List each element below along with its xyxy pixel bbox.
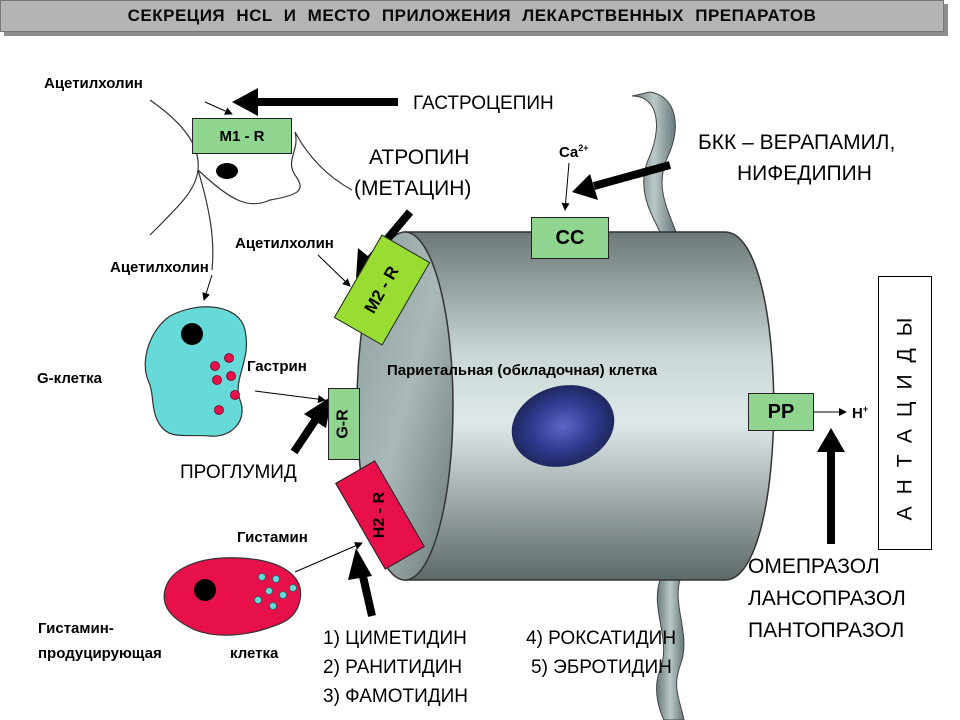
acetylcholine-right-label: Ацетилхолин	[235, 235, 334, 252]
proglumide-label: ПРОГЛУМИД	[180, 462, 297, 483]
gr-label: G-R	[334, 409, 352, 439]
h2-label: H2 - R	[370, 491, 388, 539]
m2-label: M2 - R	[360, 262, 403, 317]
proglumide-arrow	[290, 396, 332, 455]
gastrin-granules	[210, 353, 240, 415]
histamine-cell-label-1: Гистамин-	[38, 620, 114, 637]
cc-channel: CC	[531, 217, 609, 259]
antacids-label-wrap: АНТАЦИДЫ	[879, 277, 931, 549]
h2-blocker-4: 4) РОКСАТИДИН	[526, 628, 677, 649]
title-bar: СЕКРЕЦИЯ HCL И МЕСТО ПРИЛОЖЕНИЯ ЛЕКАРСТВ…	[0, 0, 944, 32]
h2-blocker-3: 3) ФАМОТИДИН	[323, 686, 468, 707]
antacids-box: АНТАЦИДЫ	[878, 276, 932, 550]
acetylcholine-top-label: Ацетилхолин	[44, 75, 143, 92]
neuron-nucleus	[216, 163, 238, 179]
nucleus	[511, 385, 615, 467]
h2-blocker-arrow	[348, 548, 376, 617]
histamine-cell-label-3: клетка	[230, 645, 279, 662]
h2-blocker-5: 5) ЭБРОТИДИН	[531, 657, 672, 678]
h-text: H	[852, 405, 863, 422]
histamine-label: Гистамин	[237, 529, 308, 546]
pp-label: PP	[767, 400, 795, 423]
ca-label: Ca2+	[559, 143, 588, 161]
ca-superscript: 2+	[578, 143, 589, 153]
acetylcholine-left-label: Ацетилхолин	[110, 259, 209, 276]
m1-receptor-label: M1 - R	[219, 127, 265, 145]
histamine-granules	[254, 573, 297, 610]
gastrin-label: Гастрин	[247, 358, 307, 375]
atropine-label-1: АТРОПИН	[369, 146, 470, 169]
ppi-2: ЛАНСОПРАЗОЛ	[748, 587, 906, 610]
gr-receptor: G-R	[328, 388, 360, 460]
parietal-cell-label: Париетальная (обкладочная) клетка	[387, 362, 658, 379]
cell-membrane	[631, 91, 677, 233]
g-cell-label: G-клетка	[37, 370, 103, 387]
m1-receptor: M1 - R	[192, 118, 292, 154]
ppi-1: ОМЕПРАЗОЛ	[748, 555, 880, 578]
g-cell-nucleus	[181, 323, 203, 345]
g-cell	[144, 306, 248, 437]
bkk-label-1: БКК – ВЕРАПАМИЛ,	[698, 131, 896, 154]
pp-pump: PP	[748, 393, 814, 431]
histamine-cell-nucleus	[194, 579, 216, 601]
ca-text: Ca	[559, 144, 579, 161]
antacids-label: АНТАЦИДЫ	[893, 305, 917, 521]
h-superscript: +	[862, 404, 869, 414]
cell-membrane-bottom	[656, 579, 685, 720]
gastrocepin-arrow	[232, 88, 398, 116]
bkk-arrow	[572, 161, 672, 200]
atropine-label-2: (МЕТАЦИН)	[354, 177, 472, 200]
h-ion-label: H+	[852, 404, 868, 422]
bkk-label-2: НИФЕДИПИН	[737, 162, 872, 185]
h2-blocker-1: 1) ЦИМЕТИДИН	[323, 628, 467, 649]
histamine-cell	[163, 557, 302, 636]
page-title: СЕКРЕЦИЯ HCL И МЕСТО ПРИЛОЖЕНИЯ ЛЕКАРСТВ…	[127, 6, 817, 25]
ppi-3: ПАНТОПРАЗОЛ	[748, 619, 905, 642]
cc-label: CC	[555, 226, 585, 249]
neuron-outline	[149, 99, 353, 271]
ppi-arrow	[817, 428, 845, 544]
histamine-cell-label-2: продуцирующая	[38, 645, 162, 662]
h2-blocker-2: 2) РАНИТИДИН	[323, 657, 463, 678]
gastrocepin-label: ГАСТРОЦЕПИН	[413, 93, 554, 114]
